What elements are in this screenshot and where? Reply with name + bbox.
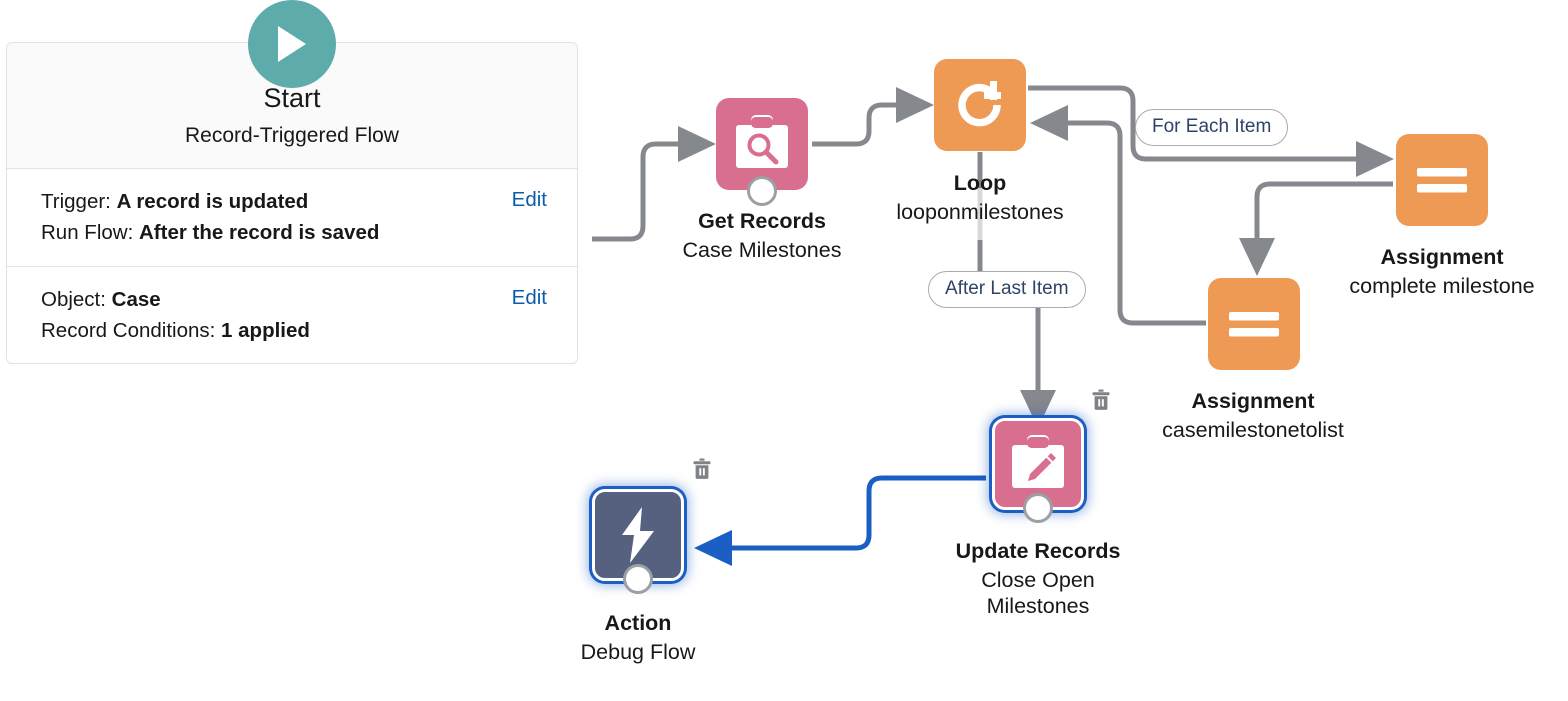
start-conditions-row: Record Conditions: 1 applied [41,315,553,346]
assignment-list-title: Assignment [1191,389,1315,413]
assignment-list-subtitle: casemilestonetolist [1162,418,1344,443]
caption-update-records: Update Records Close Open Milestones [922,538,1154,620]
connector-get-records-to-loop [812,87,935,147]
update-records-connector-handle[interactable] [1023,493,1053,523]
caption-assignment-casemilestonetolist: Assignment casemilestonetolist [1137,388,1369,443]
start-node-card[interactable]: Start Record-Triggered Flow Trigger: A r… [6,42,578,364]
start-subtitle: Record-Triggered Flow [185,124,399,148]
assignment-equals-icon [1417,168,1467,193]
clipboard-pencil-icon [1012,435,1064,488]
start-trigger-edit-link[interactable]: Edit [511,188,547,212]
start-trigger-label: Trigger: [41,190,111,214]
caption-loop: Loop looponmilestones [864,170,1096,225]
start-object-value: Case [111,287,161,311]
get-records-title: Get Records [698,209,826,233]
start-conditions-label: Record Conditions: [41,318,216,342]
start-title: Start [263,83,321,113]
action-subtitle: Debug Flow [580,640,696,665]
update-records-subtitle-line1: Close Open [981,568,1095,593]
get-records-subtitle: Case Milestones [682,238,842,263]
node-get-records[interactable] [716,98,808,206]
loop-title: Loop [953,171,1007,195]
node-update-records[interactable] [992,418,1084,523]
play-triangle-icon [278,26,306,62]
trash-icon-update-records[interactable] [1091,389,1111,411]
loop-refresh-icon [958,81,1001,127]
start-runflow-label: Run Flow: [41,221,134,245]
caption-assignment-complete-milestone: Assignment complete milestone [1326,244,1558,299]
node-loop[interactable] [934,59,1026,151]
start-runflow-value: After the record is saved [138,221,380,245]
start-object-row: Object: Case [41,284,553,315]
trash-icon-action[interactable] [692,458,712,480]
start-trigger-value: A record is updated [116,190,309,214]
branch-label-after-last-item[interactable]: After Last Item [928,271,1086,308]
node-assignment-complete-milestone[interactable] [1396,134,1488,226]
update-records-title: Update Records [955,539,1121,563]
assignment-equals-icon [1229,312,1279,337]
start-runflow-row: Run Flow: After the record is saved [41,217,553,248]
update-records-subtitle-line2: Milestones [986,594,1090,619]
start-object-label: Object: [41,287,106,311]
action-connector-handle[interactable] [623,564,653,594]
start-object-section[interactable]: Object: Case Record Conditions: 1 applie… [7,267,577,363]
caption-get-records: Get Records Case Milestones [646,208,878,263]
start-trigger-row: Trigger: A record is updated [41,186,553,217]
get-records-connector-handle[interactable] [747,176,777,206]
branch-label-for-each-item[interactable]: For Each Item [1135,109,1289,146]
start-conditions-value: 1 applied [221,318,310,342]
lightning-bolt-icon [622,507,654,563]
loop-subtitle: looponmilestones [896,200,1064,225]
assignment-complete-subtitle: complete milestone [1349,274,1535,299]
node-assignment-casemilestonetolist[interactable] [1208,278,1300,370]
start-object-edit-link[interactable]: Edit [511,285,547,309]
assignment-complete-title: Assignment [1380,245,1504,269]
caption-action: Action Debug Flow [522,610,754,665]
action-title: Action [604,611,672,635]
node-action[interactable] [592,489,684,594]
clipboard-search-icon [736,115,788,168]
start-trigger-section[interactable]: Trigger: A record is updated Run Flow: A… [7,169,577,267]
play-icon[interactable] [248,0,336,88]
